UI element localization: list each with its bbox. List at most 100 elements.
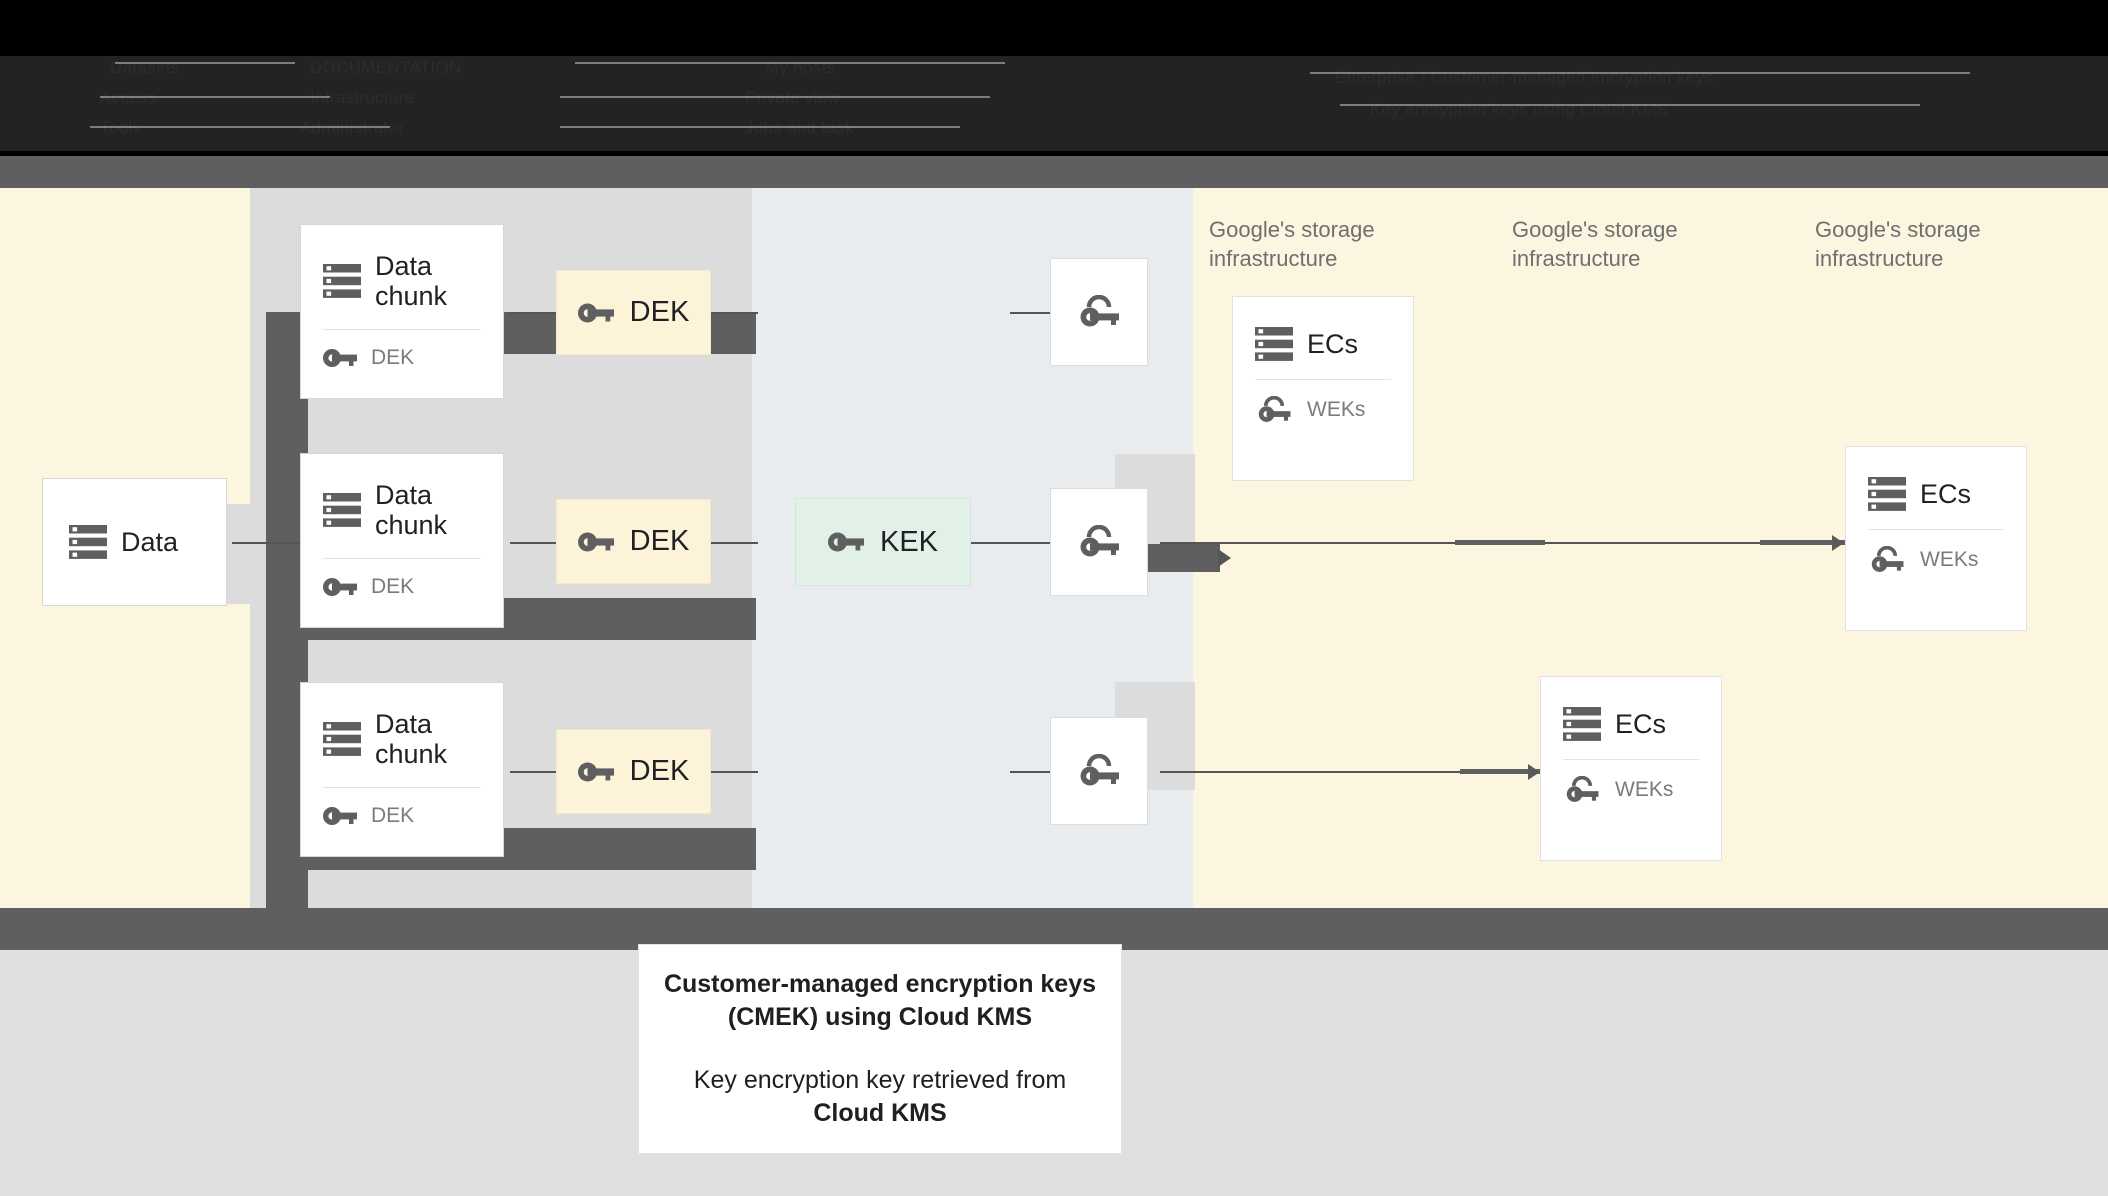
key-icon: [323, 806, 357, 826]
card-chunk-key-label: DEK: [371, 804, 415, 828]
connector-kek-to-wek: [968, 542, 1052, 544]
key-icon: [323, 348, 357, 368]
connector-chunk-dek-3: [510, 771, 578, 773]
diagram-canvas: Data Data chunk DEK: [0, 188, 2108, 1019]
card-ecs-key-label: WEKs: [1920, 548, 1979, 571]
dek-box[interactable]: DEK: [556, 499, 711, 584]
card-data-chunk[interactable]: Data chunk DEK: [300, 682, 504, 857]
wrapped-key-box[interactable]: [1050, 717, 1148, 825]
card-divider: [323, 329, 481, 331]
card-ecs-key-label: WEKs: [1615, 778, 1674, 801]
card-encrypted-chunks[interactable]: ECs WEKs: [1540, 676, 1722, 861]
nav-fragment-5[interactable]: Private view: [745, 88, 840, 108]
dek-label: DEK: [629, 296, 690, 328]
dek-box[interactable]: DEK: [556, 729, 711, 814]
nav-fragment-1[interactable]: DOCUMENTATION: [310, 58, 462, 77]
nav-fragment-6[interactable]: Tools: [100, 118, 141, 138]
connector-dek-out-2: [710, 542, 758, 544]
card-data-chunk[interactable]: Data chunk DEK: [300, 453, 504, 628]
arrowhead-row1: [1218, 549, 1231, 567]
dek-box[interactable]: DEK: [556, 270, 711, 355]
server-stack-icon: [323, 264, 361, 299]
header-divider-bar: [0, 156, 2108, 188]
nav-fragment-4[interactable]: Infrastructure: [310, 88, 415, 107]
nav-right-fragment-0[interactable]: Enterprise / Customer-managed encryption…: [1335, 68, 1714, 87]
wrapped-key-icon: [1868, 546, 1906, 574]
card-ecs-title: ECs: [1920, 478, 1972, 509]
dek-label: DEK: [629, 525, 690, 557]
nav-fragment-7[interactable]: Administrator: [300, 118, 404, 138]
nav-rule: [575, 62, 1005, 64]
server-stack-icon: [323, 722, 361, 757]
card-chunk-key-label: DEK: [371, 575, 415, 599]
card-divider: [1255, 379, 1391, 380]
server-stack-icon: [1868, 477, 1906, 511]
key-icon: [827, 531, 864, 553]
card-data-source-title: Data: [121, 526, 179, 557]
card-ecs-title: ECs: [1615, 708, 1667, 739]
key-icon: [323, 577, 357, 597]
card-divider: [323, 787, 481, 789]
nav-rule: [90, 126, 390, 128]
nav-rule: [1340, 104, 1920, 106]
zone-label-storage-1: Google's storage infrastructure: [1209, 217, 1375, 271]
connector-row2-accent-a: [1455, 540, 1545, 545]
nav-rule: [1310, 72, 1970, 74]
connector-dek-out-1: [710, 312, 758, 314]
caption-line-1: Customer-managed encryption keys: [663, 970, 1097, 998]
footer-divider-bar: [0, 908, 2108, 950]
connector-to-wek-3: [1010, 771, 1052, 773]
connector-row3-accent: [1460, 769, 1545, 774]
kek-label: KEK: [879, 525, 939, 558]
connector-chunk-dek-1: [510, 312, 578, 314]
arrowhead-row3: [1528, 764, 1540, 780]
wrapped-key-icon: [1077, 295, 1121, 329]
obscured-top-navbar: Datasets DOCUMENTATION My hosts Access I…: [0, 0, 2108, 156]
server-stack-icon: [69, 525, 107, 559]
kek-box[interactable]: KEK: [795, 498, 971, 586]
server-stack-icon: [1563, 707, 1601, 741]
card-encrypted-chunks[interactable]: ECs WEKs: [1232, 296, 1414, 481]
nav-right-fragment-1[interactable]: Key encryption keys using Cloud KMS: [1370, 100, 1669, 119]
connector-row2-accent-b: [1760, 540, 1848, 545]
zone-label-storage-2: Google's storage infrastructure: [1512, 217, 1678, 271]
nav-fragment-3[interactable]: Access: [100, 88, 157, 108]
connector-row3: [1160, 771, 1540, 773]
card-divider: [323, 558, 481, 560]
key-icon: [577, 761, 614, 783]
caption-line-4: Cloud KMS: [813, 1099, 947, 1127]
caption-line-2: (CMEK) using Cloud KMS: [727, 1003, 1033, 1031]
wrapped-key-icon: [1077, 525, 1121, 559]
card-encrypted-chunks[interactable]: ECs WEKs: [1845, 446, 2027, 631]
zone-label-storage-3: Google's storage infrastructure: [1815, 217, 1981, 271]
connector-data-to-splitter: [232, 542, 310, 544]
wrapped-key-icon: [1255, 396, 1293, 424]
nav-fragment-0[interactable]: Datasets: [110, 58, 180, 77]
card-chunk-title: Data chunk: [375, 251, 448, 312]
nav-rule: [560, 126, 960, 128]
connector-to-wek-1: [1010, 312, 1052, 314]
card-chunk-title: Data chunk: [375, 709, 448, 770]
card-data-source[interactable]: Data: [42, 478, 227, 606]
wrapped-key-icon: [1563, 776, 1601, 804]
server-stack-icon: [323, 493, 361, 528]
server-stack-icon: [1255, 327, 1293, 361]
card-ecs-key-label: WEKs: [1307, 398, 1366, 421]
caption-box: Customer-managed encryption keys (CMEK) …: [638, 944, 1122, 1154]
arrowhead-row2: [1832, 535, 1844, 551]
nav-fragment-8[interactable]: Jobs and task: [745, 118, 854, 138]
card-data-chunk[interactable]: Data chunk DEK: [300, 224, 504, 399]
connector-dek-out-3: [710, 771, 758, 773]
card-chunk-title: Data chunk: [375, 480, 448, 541]
wrapped-key-box[interactable]: [1050, 488, 1148, 596]
key-icon: [577, 531, 614, 553]
connector-chunk-dek-2: [510, 542, 578, 544]
card-ecs-title: ECs: [1307, 328, 1359, 359]
card-divider: [1563, 759, 1699, 760]
wrapped-key-box[interactable]: [1050, 258, 1148, 366]
caption-line-3: Key encryption key retrieved from: [693, 1066, 1067, 1094]
nav-fragment-2[interactable]: My hosts: [765, 58, 836, 77]
card-chunk-key-label: DEK: [371, 346, 415, 370]
nav-rule: [100, 96, 330, 98]
nav-rule: [115, 62, 295, 64]
